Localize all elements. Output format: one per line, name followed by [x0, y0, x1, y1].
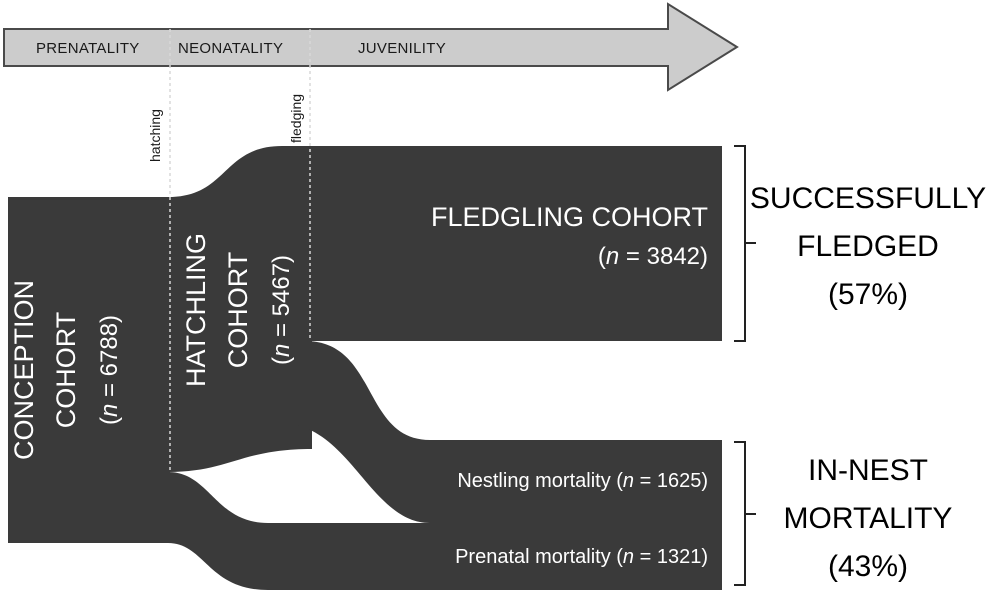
phase-label-prenatality: PRENATALITY: [36, 40, 140, 57]
outcome-mortality-line-3: (43%): [828, 550, 908, 583]
conception-cohort-label: CONCEPTION COHORT (n = 6788): [9, 280, 123, 460]
flow-shapes: [8, 146, 722, 590]
conception-title-2: COHORT: [51, 312, 81, 429]
outcome-mortality-line-2: MORTALITY: [784, 502, 953, 535]
hatchling-n: (n = 5467): [268, 255, 295, 365]
prenatal-mortality-label: Prenatal mortality (n = 1321): [455, 546, 708, 568]
fledgling-title: FLEDGLING COHORT: [431, 202, 708, 232]
hatchling-title-1: HATCHLING: [181, 233, 211, 387]
mortality-bracket: [734, 441, 756, 586]
prenatal-mortality-band: [168, 472, 722, 590]
hatchling-title-2: COHORT: [223, 252, 253, 369]
nestling-mortality-band: [280, 341, 722, 523]
timeline-arrow-shape: [3, 2, 739, 92]
conception-title-1: CONCEPTION: [9, 280, 39, 460]
conception-n: (n = 6788): [96, 315, 123, 425]
outcome-fledged-line-2: FLEDGED: [797, 230, 939, 263]
fledging-marker: fledging: [288, 94, 304, 143]
phase-label-juvenility: JUVENILITY: [358, 40, 446, 57]
outcome-mortality-line-1: IN-NEST: [808, 454, 928, 487]
hatching-marker: hatching: [147, 109, 163, 162]
phase-dividers: [169, 29, 311, 472]
outcome-fledged-line-1: SUCCESSFULLY: [750, 182, 986, 215]
outcome-fledged: SUCCESSFULLY FLEDGED (57%): [750, 182, 986, 311]
fledgling-n: (n = 3842): [598, 243, 708, 270]
outcome-fledged-line-3: (57%): [828, 278, 908, 311]
outcome-mortality: IN-NEST MORTALITY (43%): [784, 454, 953, 583]
nestling-mortality-label: Nestling mortality (n = 1625): [457, 470, 708, 492]
fledged-bracket: [734, 145, 756, 342]
timeline-arrow: PRENATALITY NEONATALITY JUVENILITY: [3, 2, 739, 92]
hatchling-cohort-label: HATCHLING COHORT (n = 5467): [181, 233, 295, 387]
phase-label-neonatality: NEONATALITY: [178, 40, 283, 57]
conception-cohort-block: [8, 197, 170, 543]
